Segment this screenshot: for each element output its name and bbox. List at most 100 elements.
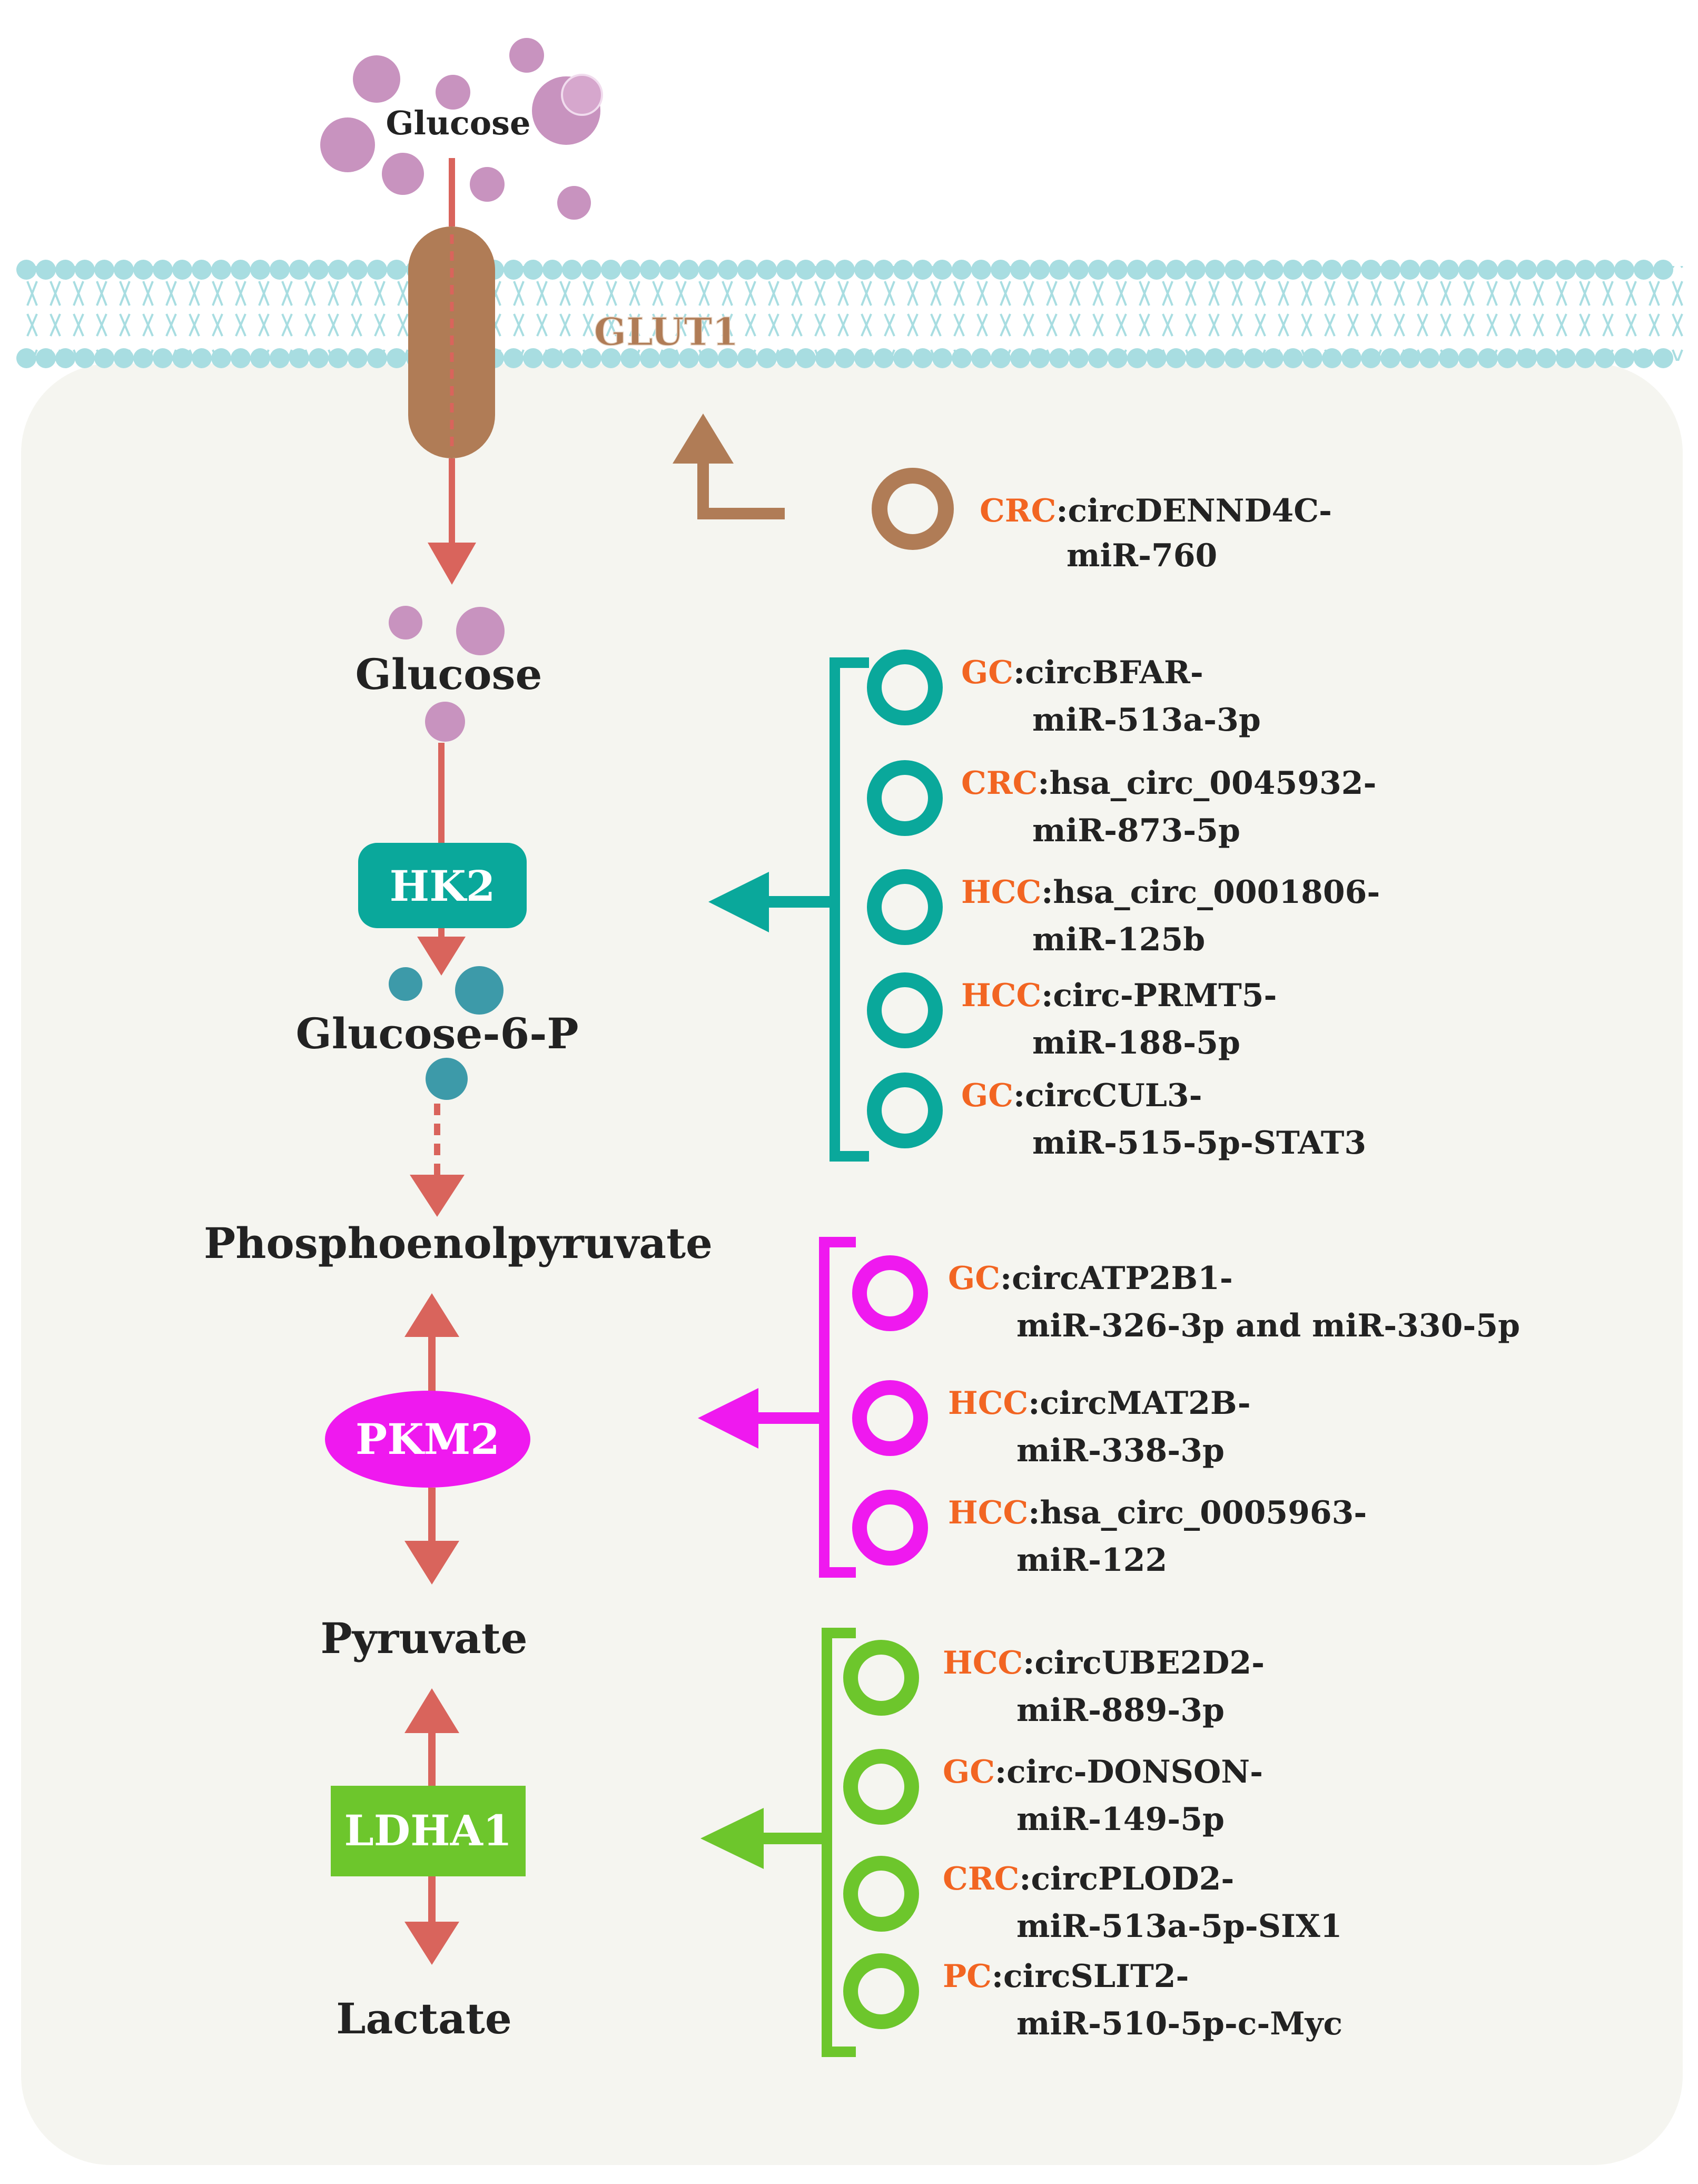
cancer-type-label: GC [961, 1077, 1013, 1114]
regulator-line1: CRC:hsa_circ_0045932- [961, 765, 1376, 802]
pkm2-bracket [819, 1237, 856, 1578]
mirna-target: miR-125b [1032, 921, 1205, 958]
circrna-name: :circMAT2B- [1028, 1385, 1250, 1422]
mirna-target: miR-889-3p [1016, 1692, 1225, 1729]
regulator-line1: HCC:circMAT2B- [948, 1385, 1251, 1422]
glut1-label: GLUT1 [594, 309, 739, 354]
extracellular-glucose-cluster [320, 38, 603, 220]
circrna-name: :circCUL3- [1013, 1077, 1202, 1114]
circrna-ring-icon [852, 1380, 928, 1456]
circrna-name: :hsa_circ_0005963- [1028, 1494, 1367, 1531]
cell-membrane [16, 260, 1685, 368]
g6p-to-pep-arrowhead [410, 1175, 465, 1217]
circrna-ring-icon [867, 650, 943, 725]
ldha1-regulator-group: HCC:circUBE2D2- miR-889-3pGC:circ-DONSON-… [700, 1628, 1342, 2057]
mirna-target: miR-122 [1016, 1542, 1167, 1579]
circrna-name: :circ-PRMT5- [1041, 977, 1277, 1014]
circrna-ring-icon [867, 869, 943, 945]
pep-label: Phosphoenolpyruvate [204, 1218, 713, 1268]
cancer-type-label: CRC [961, 765, 1038, 802]
regulator-line1: GC:circBFAR- [961, 654, 1203, 691]
ldha1-label: LDHA1 [344, 1806, 512, 1855]
cancer-type-label: HCC [961, 874, 1041, 911]
lactate-arrowhead [404, 1922, 459, 1965]
cancer-type-label: HCC [961, 977, 1041, 1014]
regulator-line1: GC:circCUL3- [961, 1077, 1202, 1114]
glucose-label: Glucose [356, 650, 542, 699]
ldha1-enzyme-box [331, 1786, 526, 1876]
circrna-ring-icon [852, 1490, 928, 1566]
hk2-enzyme-box [358, 843, 527, 928]
regulator-line1: PC:circSLIT2- [943, 1958, 1189, 1995]
mirna-target: miR-149-5p [1016, 1801, 1225, 1838]
ldha1-regulation-arrowhead [700, 1808, 764, 1869]
cancer-type-label: CRC [980, 493, 1056, 529]
circrna-name: :circPLOD2- [1019, 1861, 1234, 1897]
circrna-name: :hsa_circ_0045932- [1038, 765, 1376, 802]
intracellular-glucose-dots [389, 606, 505, 742]
regulator-line1: HCC:hsa_circ_0005963- [948, 1494, 1367, 1531]
glucose-6-p-label: Glucose-6-P [295, 1009, 578, 1058]
circrna-name: :hsa_circ_0001806- [1041, 874, 1380, 911]
mirna-target: miR-326-3p and miR-330-5p [1016, 1307, 1520, 1344]
pyruvate-label: Pyruvate [320, 1614, 527, 1663]
circrna-ring-icon [852, 1255, 928, 1331]
circrna-name: :circUBE2D2- [1023, 1645, 1265, 1681]
pep-arrowhead [404, 1293, 459, 1337]
glut1-regulation-arrowhead [673, 414, 734, 464]
hk2-label: HK2 [390, 861, 496, 911]
circrna-name: :circDENND4C- [1056, 493, 1332, 529]
hk2-bracket [830, 657, 869, 1162]
pkm2-label: PKM2 [356, 1414, 500, 1464]
circrna-ring-icon [843, 1749, 919, 1825]
cancer-type-label: HCC [948, 1385, 1028, 1422]
circrna-name: :circBFAR- [1013, 654, 1203, 691]
circrna-ring-icon [867, 1073, 943, 1148]
pkm2-enzyme-ellipse [325, 1391, 530, 1488]
hk2-regulation-arrowhead [708, 872, 769, 932]
circrna-ring-icon [872, 468, 954, 550]
cancer-type-label: GC [961, 654, 1013, 691]
pyruvate-return-arrowhead [404, 1688, 459, 1733]
regulator-line1: HCC:circ-PRMT5- [961, 977, 1277, 1014]
regulator-line1: CRC:circPLOD2- [943, 1861, 1234, 1897]
mirna-target: miR-338-3p [1016, 1432, 1225, 1469]
cancer-type-label: CRC [943, 1861, 1019, 1897]
glut1-regulator-line1: CRC:circDENND4C- [980, 493, 1332, 529]
glucose-import-arrowhead [428, 543, 476, 585]
pkm2-regulator-group: GC:circATP2B1- miR-326-3p and miR-330-5pH… [698, 1237, 1520, 1579]
g6p-dots [389, 966, 504, 1100]
circrna-name: :circ-DONSON- [995, 1754, 1263, 1791]
circrna-name: :circATP2B1- [1000, 1260, 1233, 1297]
circrna-name: :circSLIT2- [992, 1958, 1189, 1995]
cancer-type-label: GC [943, 1754, 995, 1791]
circrna-ring-icon [867, 760, 943, 836]
cancer-type-label: HCC [943, 1645, 1023, 1681]
pkm2-regulation-arrowhead [698, 1388, 758, 1449]
glucose-outside-label: Glucose [386, 104, 530, 142]
glut1-regulator-line2: miR-760 [1067, 537, 1217, 574]
hk2-regulator-group: GC:circBFAR-miR-513a-3pCRC:hsa_circ_0045… [708, 650, 1380, 1162]
mirna-target: miR-873-5p [1032, 812, 1240, 849]
regulator-line1: GC:circ-DONSON- [943, 1754, 1263, 1791]
circrna-ring-icon [867, 972, 943, 1048]
regulator-line1: HCC:hsa_circ_0001806- [961, 874, 1380, 911]
mirna-target: miR-513a-5p-SIX1 [1016, 1908, 1342, 1945]
mirna-target: miR-515-5p-STAT3 [1032, 1125, 1366, 1162]
circrna-ring-icon [843, 1856, 919, 1932]
mirna-target: miR-510-5p-c-Myc [1016, 2005, 1342, 2042]
regulator-line1: HCC:circUBE2D2- [943, 1645, 1265, 1681]
regulator-line1: GC:circATP2B1- [948, 1260, 1233, 1297]
pyruvate-arrowhead [404, 1541, 459, 1585]
glut1-regulation-arrow [697, 458, 785, 519]
circrna-ring-icon [843, 1640, 919, 1716]
circrna-ring-icon [843, 1953, 919, 2029]
mirna-target: miR-513a-3p [1032, 702, 1261, 739]
cancer-type-label: PC [943, 1958, 992, 1995]
cancer-type-label: GC [948, 1260, 1000, 1297]
hk2-to-g6p-arrowhead [417, 937, 466, 976]
lactate-label: Lactate [336, 1994, 511, 2043]
cancer-type-label: HCC [948, 1494, 1028, 1531]
mirna-target: miR-188-5p [1032, 1025, 1240, 1061]
